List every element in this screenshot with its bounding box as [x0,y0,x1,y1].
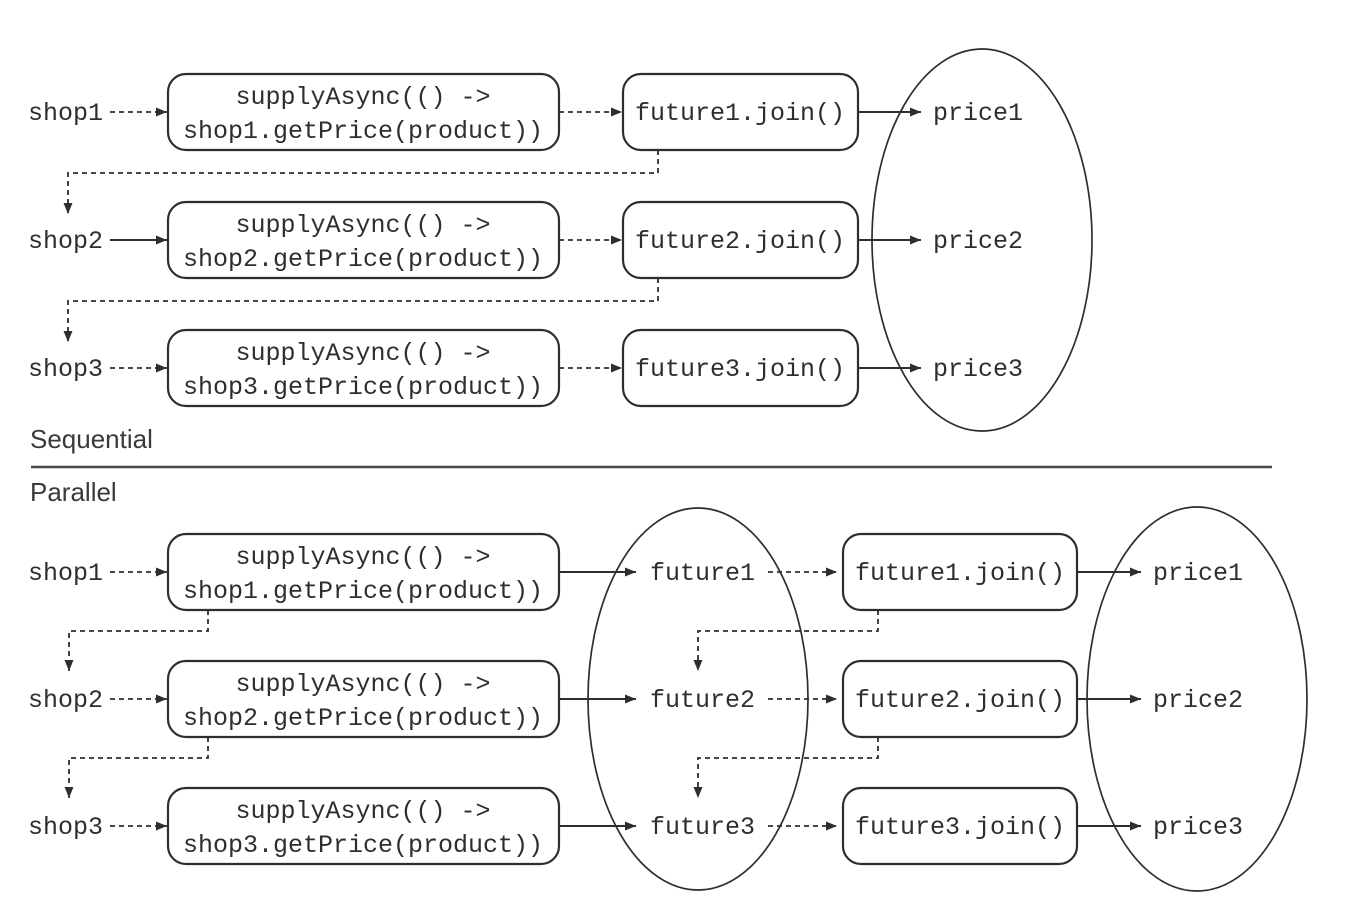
join1-to-future2-feedback-dashed-arrow [693,610,879,671]
future-label: future2 [650,686,755,715]
shop-label: shop1 [28,559,103,588]
price-label: price1 [933,99,1023,128]
join1-to-shop2-feedback-dashed-arrow [63,150,659,214]
sequential-row: shop1 supplyAsync(() -> shop1.getPrice(p… [28,72,1023,152]
future-join-label: future1.join() [635,99,845,128]
future-label: future1 [650,559,755,588]
supply1-to-shop2-feedback-dashed-arrow [64,610,209,671]
future-label: future3 [650,813,755,842]
parallel-row: shop1 supplyAsync(() -> shop1.getPrice(p… [28,532,1243,612]
price-label: price3 [933,355,1023,384]
sequential-section-label: Sequential [30,424,153,454]
price-label: price1 [1153,559,1243,588]
sequential-section: shop1 supplyAsync(() -> shop1.getPrice(p… [28,48,1093,432]
price-label: price2 [933,227,1023,256]
supply-async-line2: shop1.getPrice(product)) [183,577,543,606]
join2-to-shop3-feedback-dashed-arrow [63,278,659,342]
future-join-label: future1.join() [855,559,1065,588]
parallel-row: shop3 supplyAsync(() -> shop3.getPrice(p… [28,786,1243,866]
supply-async-line1: supplyAsync(() -> [235,797,490,826]
parallel-section-label: Parallel [30,477,117,507]
shop-label: shop3 [28,813,103,842]
future-join-label: future2.join() [855,686,1065,715]
supply-async-line1: supplyAsync(() -> [235,211,490,240]
supply-async-line2: shop2.getPrice(product)) [183,245,543,274]
join2-to-future3-feedback-dashed-arrow [693,737,879,798]
future-join-label: future3.join() [635,355,845,384]
price-label: price3 [1153,813,1243,842]
sequential-row: shop3 supplyAsync(() -> shop3.getPrice(p… [28,328,1023,408]
supply-async-line2: shop3.getPrice(product)) [183,831,543,860]
supply-async-line2: shop2.getPrice(product)) [183,704,543,733]
price-label: price2 [1153,686,1243,715]
future-join-label: future2.join() [635,227,845,256]
supply-async-line1: supplyAsync(() -> [235,339,490,368]
supply-async-line2: shop1.getPrice(product)) [183,117,543,146]
shop-label: shop1 [28,99,103,128]
shop-label: shop3 [28,355,103,384]
parallel-row: shop2 supplyAsync(() -> shop2.getPrice(p… [28,659,1243,739]
shop-label: shop2 [28,227,103,256]
supply-async-line1: supplyAsync(() -> [235,83,490,112]
future-join-label: future3.join() [855,813,1065,842]
sequential-row: shop2 supplyAsync(() -> shop2.getPrice(p… [28,200,1023,280]
supply-async-line1: supplyAsync(() -> [235,543,490,572]
supply-async-line2: shop3.getPrice(product)) [183,373,543,402]
supply2-to-shop3-feedback-dashed-arrow [64,737,209,798]
parallel-section: shop1 supplyAsync(() -> shop1.getPrice(p… [28,506,1308,892]
shop-label: shop2 [28,686,103,715]
supply-async-line1: supplyAsync(() -> [235,670,490,699]
